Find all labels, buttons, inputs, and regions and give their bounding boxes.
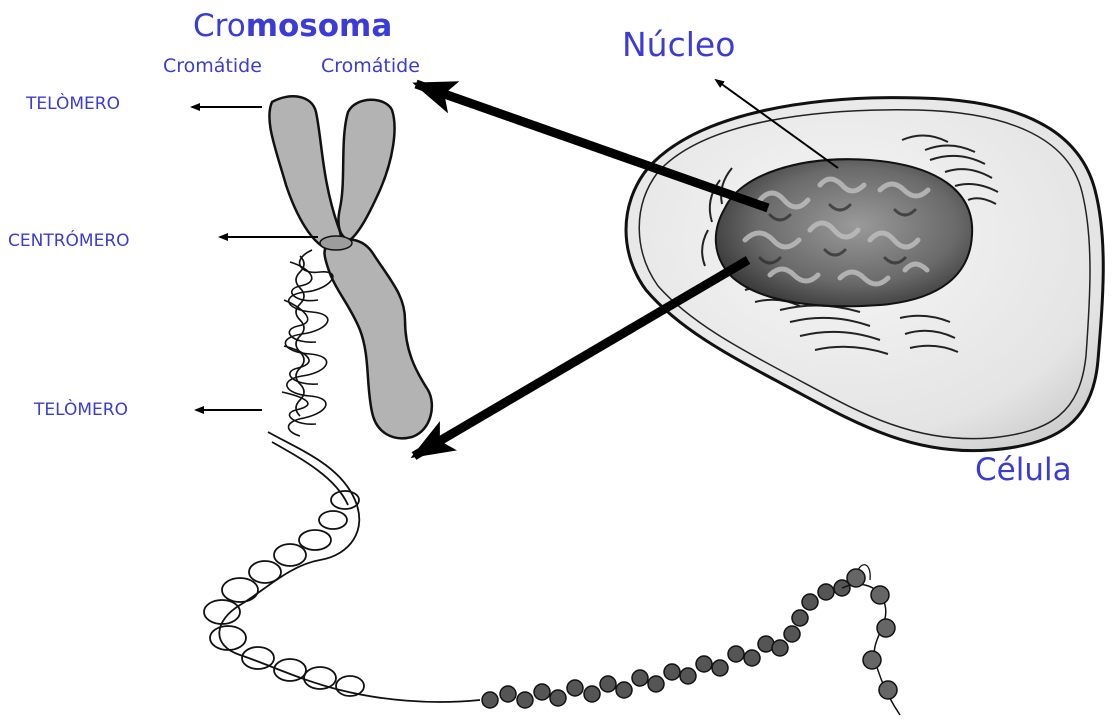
- chromosome-title-prefix: Cro: [193, 8, 246, 44]
- chromatid-lower: [325, 239, 432, 438]
- chromosome: [269, 96, 431, 438]
- chromatid-right-upper: [338, 100, 394, 240]
- fiber-coils: [204, 491, 364, 696]
- chromatin-coil: [282, 250, 333, 436]
- chromatid-left-label: Cromátide: [163, 55, 262, 77]
- nucleus-label: Núcleo: [622, 25, 735, 64]
- cell: [626, 98, 1103, 451]
- centromere-label: CENTRÓMERO: [8, 231, 130, 251]
- telomere-bottom-label: TELÒMERO: [34, 400, 128, 420]
- fiber-strand: [219, 432, 480, 702]
- telomere-top-label: TELÒMERO: [26, 94, 120, 114]
- chromosome-title: Cromosoma: [193, 8, 392, 44]
- chromosome-title-bold: mosoma: [246, 8, 393, 44]
- dna-fiber: [204, 432, 480, 702]
- chromatid-left-upper: [269, 96, 340, 250]
- cell-label: Célula: [975, 452, 1072, 488]
- nucleosome-fiber: [482, 580, 850, 708]
- chromatid-right-label: Cromátide: [321, 55, 420, 77]
- centromere: [320, 236, 352, 250]
- arrow-nucleus-to-chromatin: [414, 260, 748, 456]
